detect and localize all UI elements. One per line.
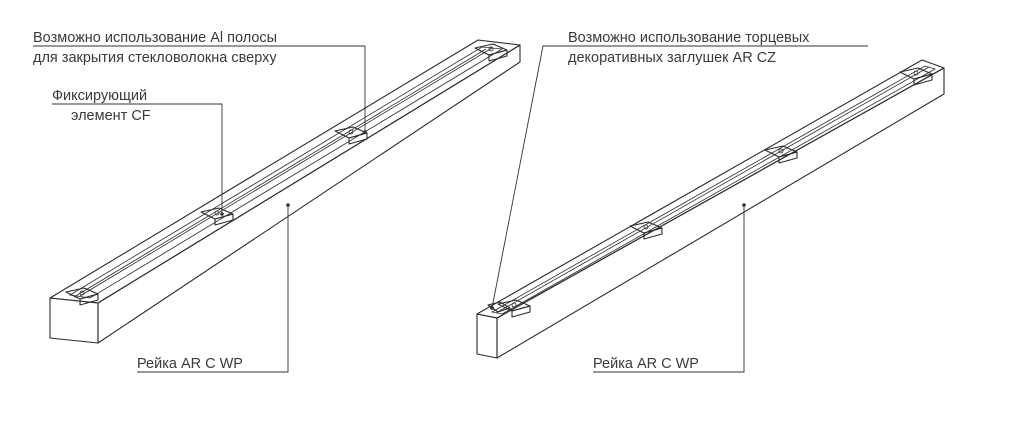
right-fixing-element-3: [764, 145, 798, 164]
right-rail-channel: [490, 65, 937, 315]
right-fixing-element-2: [629, 221, 663, 240]
right-fixing-element-4: [899, 67, 933, 86]
right-rail-side-face: [496, 67, 945, 359]
left-fixing-element-1: [65, 287, 99, 306]
fixing-element-label-line1: Фиксирующий: [52, 88, 147, 104]
right-rail-end-face: [476, 313, 498, 359]
end-caps-label-line1: Возможно использование торцевых: [568, 30, 810, 46]
al-strip-label-line2: для закрытия стекловолокна сверху: [33, 50, 277, 66]
left-rail: [49, 39, 521, 344]
al-strip-label-line1: Возможно использование Al полосы: [33, 30, 277, 46]
right-rail: [476, 59, 945, 359]
rail-right-label: Рейка AR C WP: [593, 356, 699, 372]
left-rail-end-face: [49, 297, 99, 344]
leader-lines: [33, 45, 868, 373]
left-rail-top-face: [49, 39, 521, 304]
right-rail-top-face: [476, 59, 945, 319]
left-rail-channel: [68, 46, 504, 299]
right-fixing-element-1: [497, 299, 531, 318]
left-rail-side-face: [97, 44, 521, 344]
end-caps-label-line2: декоративных заглушек AR CZ: [568, 50, 776, 66]
fixing-element-label-line2: элемент CF: [71, 108, 151, 124]
left-fixing-element-4: [474, 43, 508, 62]
rail-left-label: Рейка AR C WP: [137, 356, 243, 372]
left-fixing-element-3: [334, 126, 368, 145]
left-fixing-element-2: [200, 207, 234, 226]
